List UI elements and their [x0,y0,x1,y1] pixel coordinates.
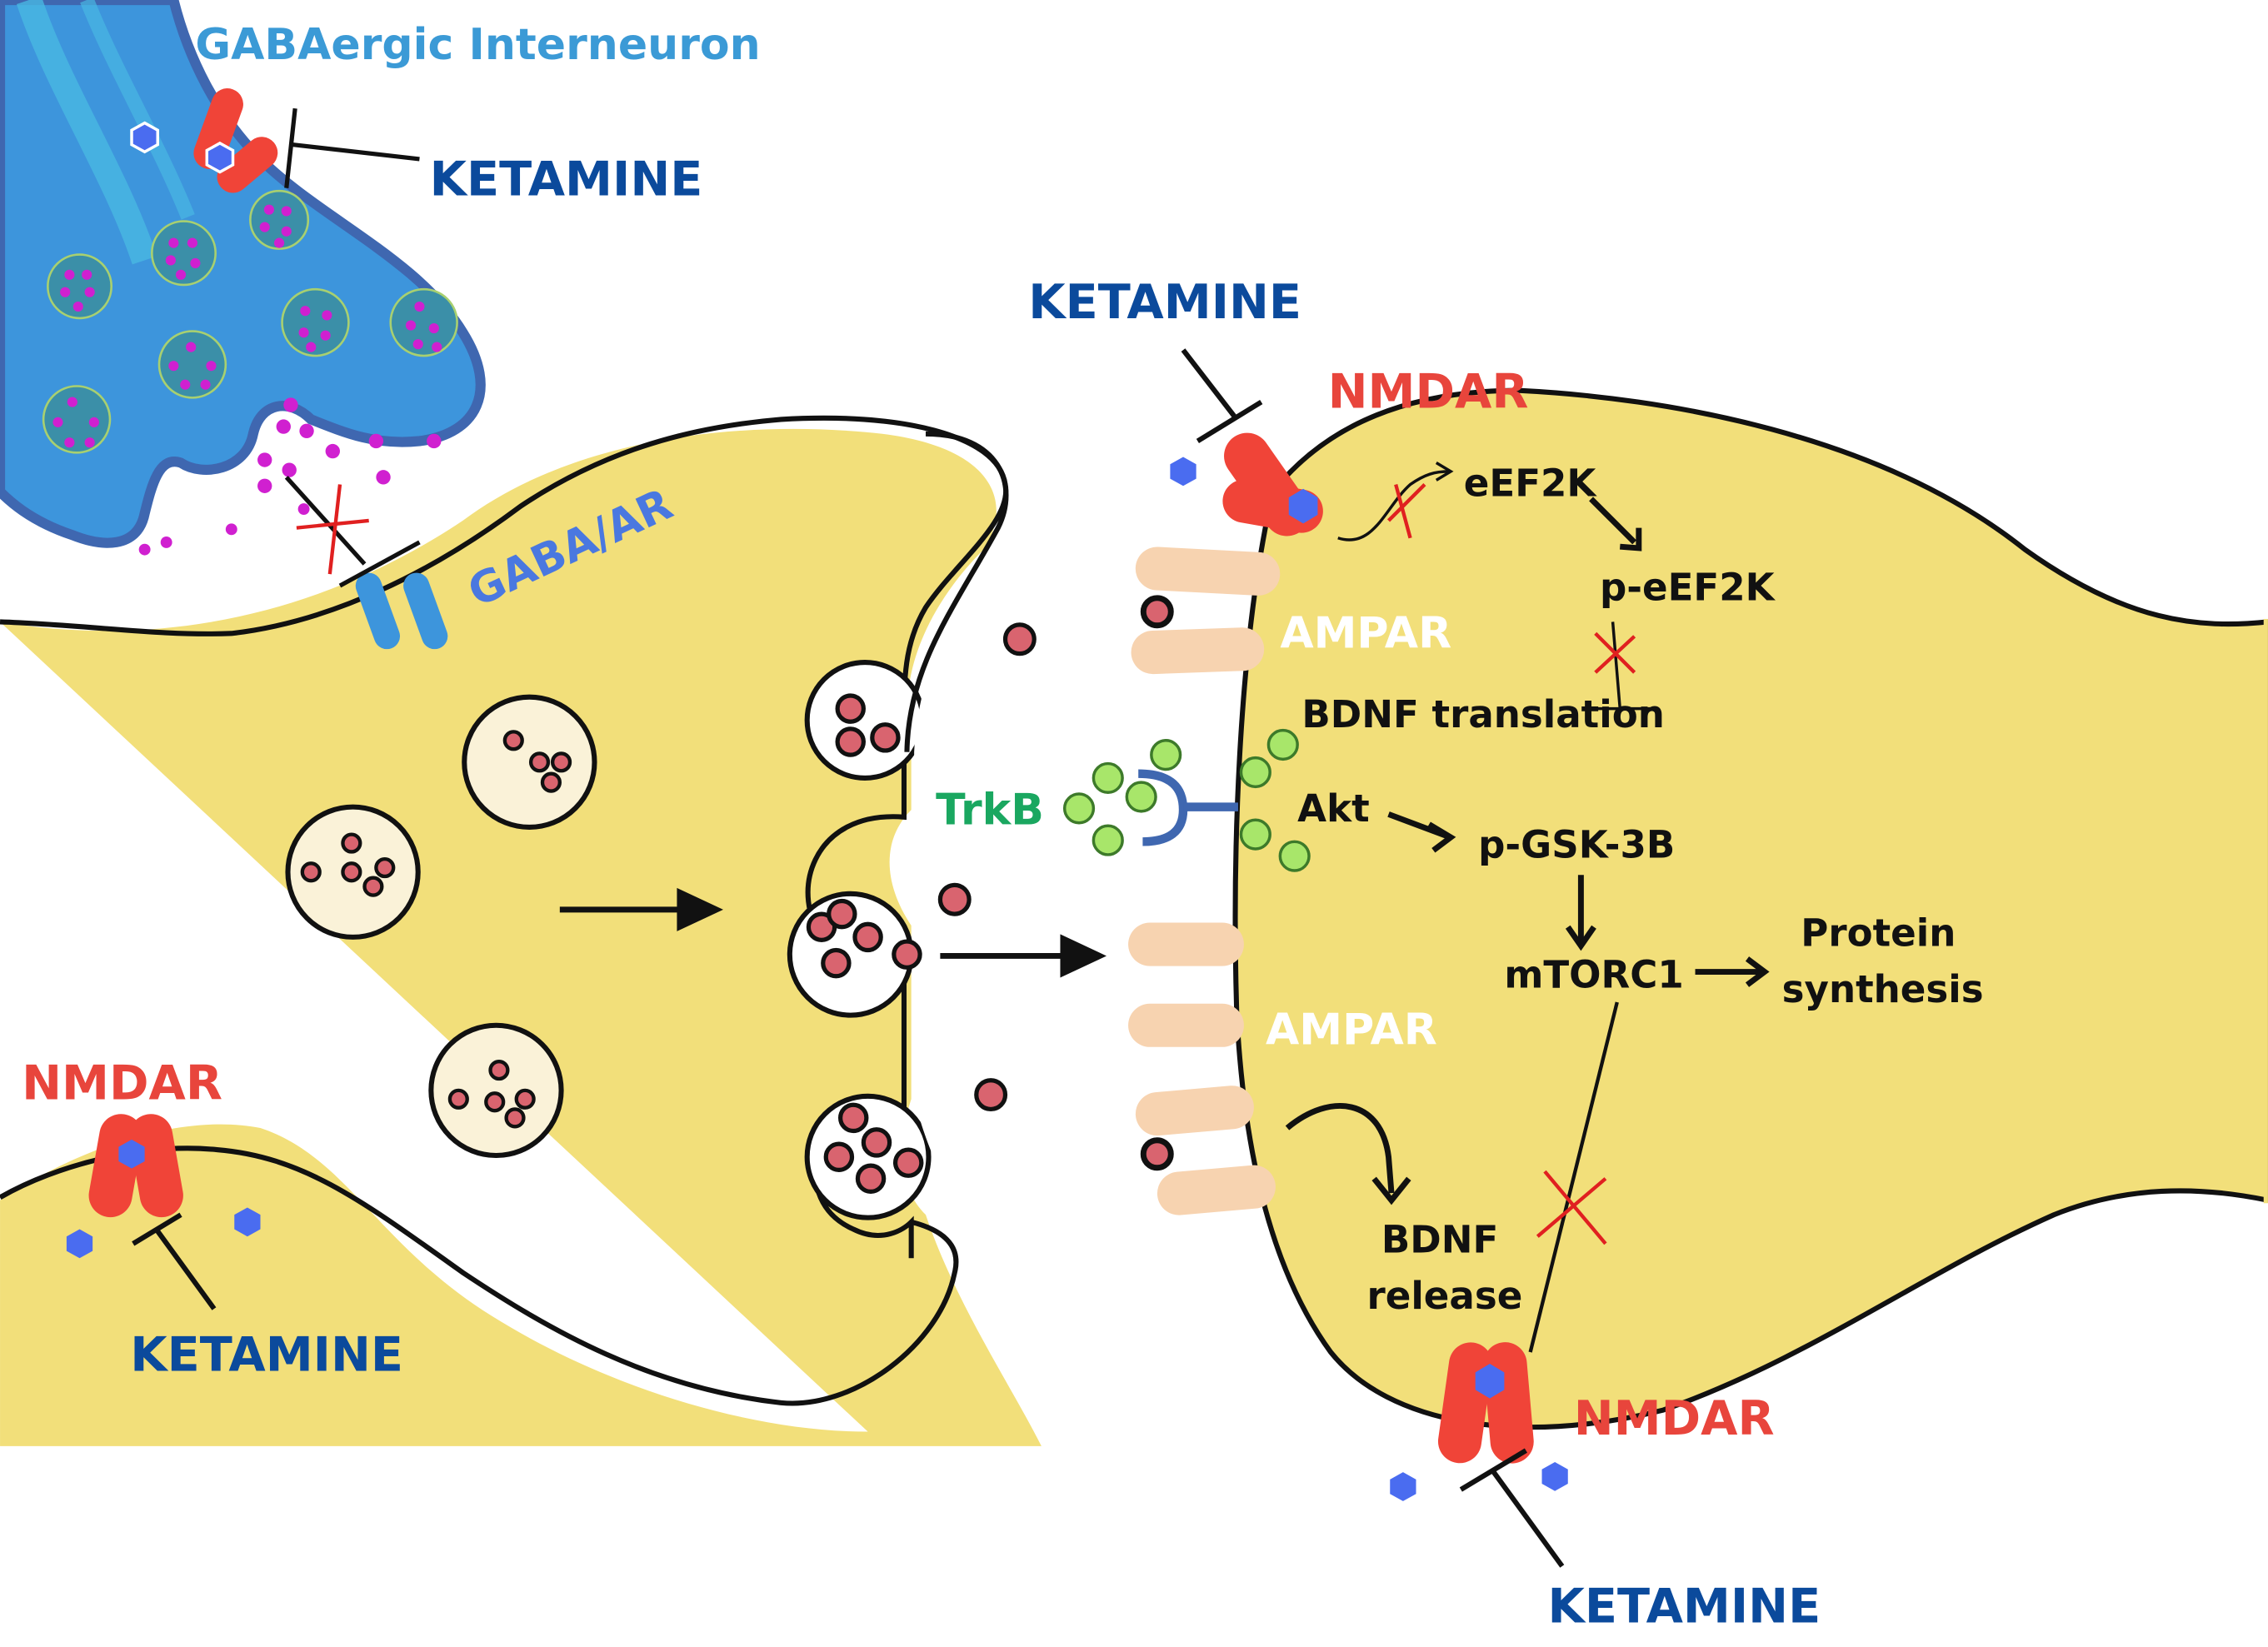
gaba-vesicle [42,189,458,454]
gabaergic-interneuron [0,0,486,548]
fusion-pocket [804,1093,932,1220]
gaba-a-receptor [355,572,448,650]
bdnf-translation-label: BDNF translation [1301,692,1664,736]
inhibition-bar [1459,1448,1565,1568]
eef2k-label: eEF2K [1464,461,1598,505]
bdnf-release-label-2: release [1366,1274,1522,1318]
bdnf-release-label-1: BDNF [1381,1217,1498,1261]
nmdar-top-label: NMDAR [1328,364,1529,420]
ketamine-top-label: KETAMINE [1028,274,1301,330]
trkb-label: TrkB [936,785,1044,835]
bdnf-particle [1062,728,1311,872]
ketamine-molecule [130,121,159,154]
p-gsk3b-label: p-GSK-3B [1478,822,1675,866]
interneuron-axon-highlight [16,0,157,265]
nmdar-presynaptic-label: NMDAR [22,1055,222,1110]
arrow-icon [940,934,1107,978]
ketamine-bottom-label: KETAMINE [1547,1579,1821,1635]
presynaptic-neuron [0,428,1042,1446]
presynaptic-vesicle [285,804,421,940]
ketamine-molecule [1541,1462,1568,1491]
postsynaptic-neuron [1232,387,2268,1430]
inhibition-cross-icon [1536,1170,1607,1245]
fusion-pocket [804,660,926,781]
glutamate-cluster [806,693,924,1194]
inhibition-cross-icon [1386,482,1426,539]
akt-label: Akt [1297,786,1370,831]
presynaptic-vesicle [462,694,597,830]
inhibition-bar [284,476,421,588]
synaptic-cleft [914,433,1302,1643]
ampar-receptor [1128,547,1281,1215]
ketamine-interneuron-label: KETAMINE [430,151,703,207]
nmdar-receptor-bottom [1437,1342,1534,1464]
inhibition-cross-icon [1594,631,1636,674]
ketamine-molecule [205,141,235,174]
ampar-top-label: AMPAR [1280,609,1451,659]
protein-synthesis-label-1: Protein [1801,911,1956,955]
nmdar-bottom-label: NMDAR [1574,1390,1775,1446]
nmdar-receptor-presynaptic [88,1114,183,1218]
inhibition-cross-icon [296,484,369,575]
gaba-particle [52,204,442,448]
neuron-edge [2263,618,2268,1204]
nmdar-receptor-interneuron [193,88,278,193]
nmdar-receptor-top [1222,432,1323,537]
ketamine-presynaptic-label: KETAMINE [130,1327,403,1383]
glutamate-bound [1141,596,1173,1170]
inhibition-bar [284,107,420,188]
ketamine-molecule [1170,457,1196,487]
pathway-arrows [1285,462,1770,1353]
ketamine-molecule [66,1229,93,1259]
presynaptic-membrane-lower [0,1145,959,1406]
ketamine-molecule [234,1207,261,1237]
mtorc1-label: mTORC1 [1504,953,1683,997]
p-eef2k-label: p-eEF2K [1600,565,1776,609]
gaba-released [138,397,442,556]
ketamine-molecule [1390,1472,1416,1501]
presynaptic-membrane [0,415,1009,723]
interneuron-title: GABAergic Interneuron [195,20,760,70]
presynaptic-vesicle [428,1022,564,1159]
ampar-bottom-label: AMPAR [1266,1005,1437,1055]
inhibition-bar [1181,348,1263,444]
presynaptic-active-zone [805,722,914,1259]
arrow-icon [559,887,723,931]
protein-synthesis-label-2: synthesis [1782,967,1984,1011]
inhibition-bar [132,1212,217,1310]
